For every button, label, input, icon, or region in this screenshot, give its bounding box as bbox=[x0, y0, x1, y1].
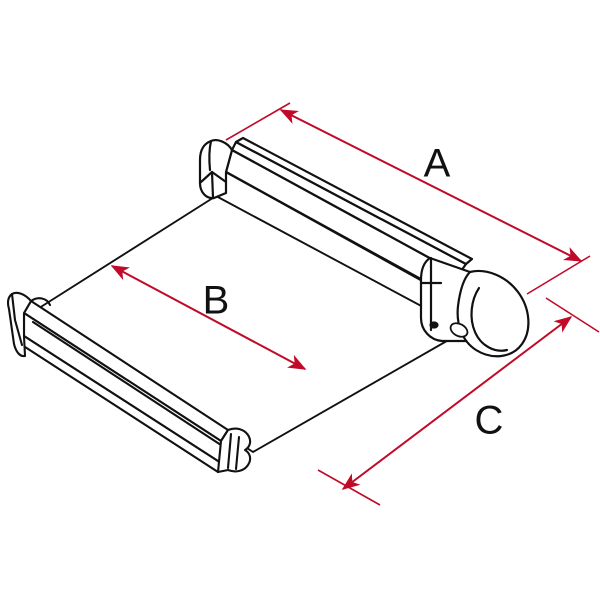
dimension-c-extension-end bbox=[545, 297, 600, 333]
dimension-b-label: B bbox=[203, 279, 230, 323]
dimension-b: B bbox=[110, 265, 307, 370]
dimension-c: C bbox=[317, 297, 600, 506]
dimension-a-extension-end bbox=[526, 255, 591, 295]
dimension-c-line bbox=[341, 316, 573, 490]
dimension-a-label: A bbox=[424, 142, 451, 186]
dimension-a-line bbox=[279, 109, 583, 262]
lead-bar-right-cap bbox=[216, 427, 252, 474]
end-cap-stud bbox=[429, 321, 439, 329]
lead-bar-left-cap bbox=[6, 291, 52, 358]
dimension-c-label: C bbox=[475, 399, 504, 443]
lead-bar-left-hook bbox=[29, 297, 52, 307]
dimension-b-line bbox=[110, 265, 307, 370]
dimension-a-extension-start bbox=[225, 102, 291, 141]
dimension-a: A bbox=[225, 102, 591, 295]
left-end-cap bbox=[198, 139, 234, 200]
